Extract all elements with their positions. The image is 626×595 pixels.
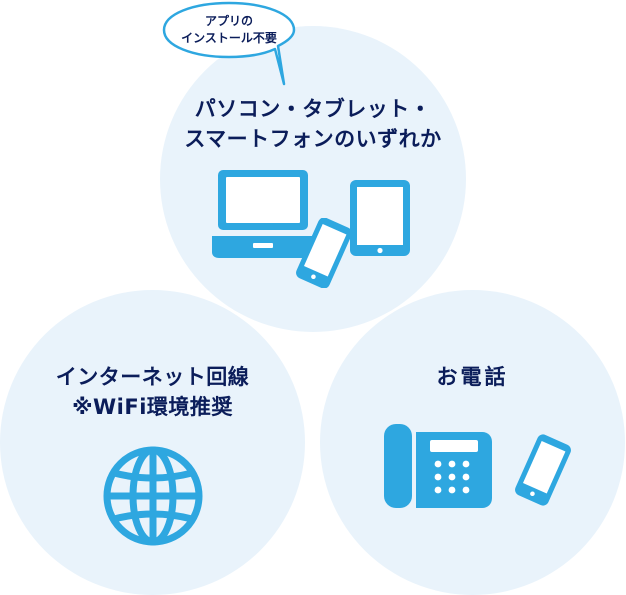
globe-icon (103, 446, 203, 546)
smartphone-icon (296, 218, 352, 288)
smartphone-icon (515, 434, 571, 506)
bubble-text-line2: インストール不要 (181, 31, 277, 45)
internet-title-line2: ※WiFi環境推奨 (72, 395, 233, 419)
phone-title: お電話 (436, 365, 509, 389)
desk-phone-icon (384, 424, 492, 508)
laptop-icon (212, 170, 314, 258)
speech-bubble (162, 1, 296, 86)
internet-title-line1: インターネット回線 (55, 365, 250, 389)
devices-title-line1: パソコン・タブレット・ (194, 97, 432, 121)
tablet-icon (350, 180, 410, 256)
bubble-text-line1: アプリの (204, 14, 253, 28)
devices-title-line2: スマートフォンのいずれか (184, 127, 442, 151)
